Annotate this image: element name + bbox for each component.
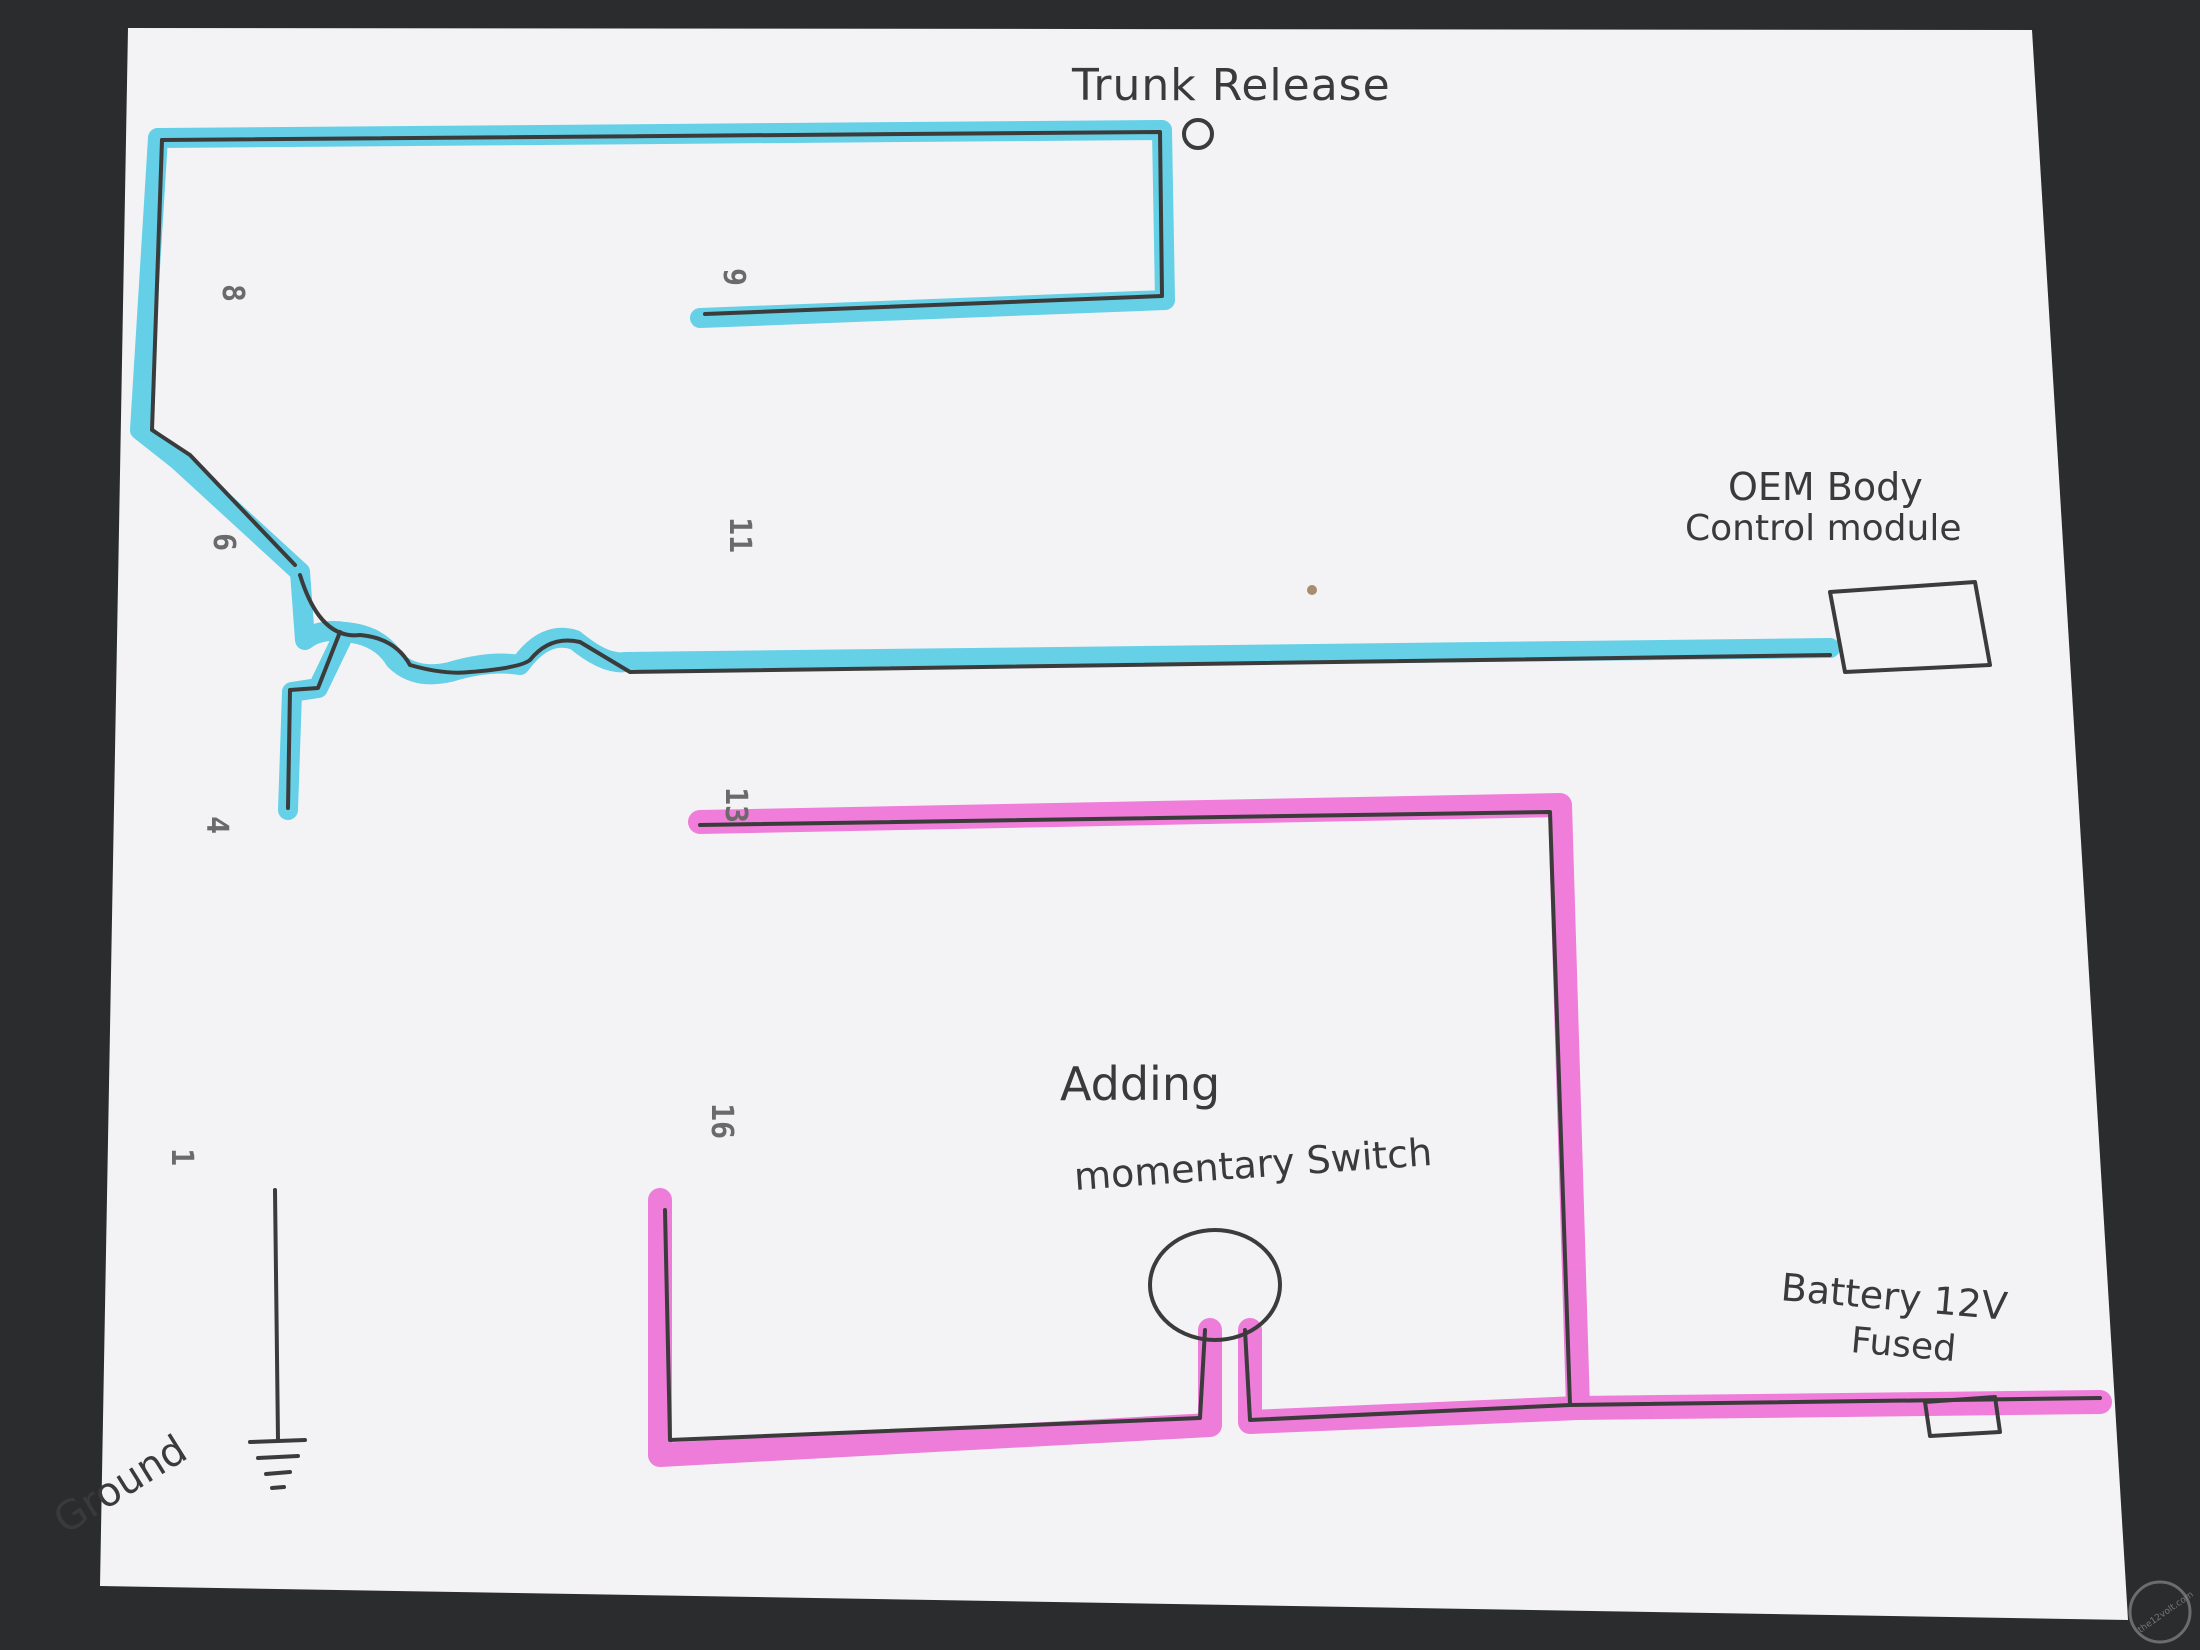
pin-11-label: 11: [722, 517, 757, 553]
pin-1-label: 1: [164, 1148, 199, 1166]
pin-4-label: 4: [199, 816, 234, 834]
watermark-logo: the12volt.com: [2128, 1580, 2196, 1644]
pin-6-label: 6: [206, 533, 241, 551]
oem-label-line1: OEM Body: [1728, 465, 1923, 509]
trunk-release-label: Trunk Release: [1071, 60, 1391, 111]
paper-smudge: [1307, 585, 1317, 595]
pin-13-label: 13: [718, 787, 753, 823]
adding-label: Adding: [1060, 1057, 1220, 1111]
battery-label-line2: Fused: [1849, 1320, 1957, 1370]
pin-16-label: 16: [704, 1103, 739, 1139]
pin-9-label: 9: [716, 268, 751, 286]
oem-label-line2: Control module: [1685, 508, 1962, 549]
pin-8-label: 8: [215, 284, 250, 302]
relay-box: [112, 211, 818, 1348]
